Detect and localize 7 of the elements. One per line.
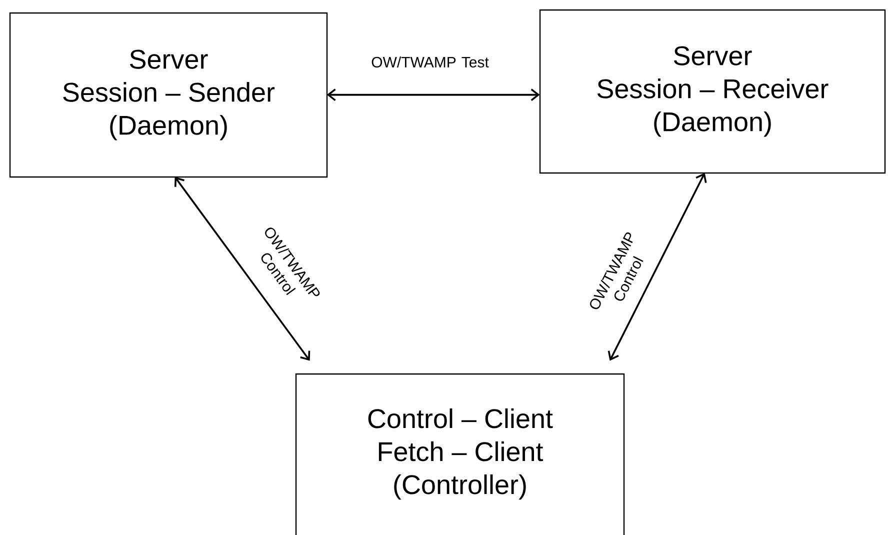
process-box: Server Session – Sender (Daemon) <box>9 12 328 178</box>
process-box: Server Session – Receiver (Daemon) <box>539 9 886 174</box>
process-box: Control – Client Fetch – Client (Controller) <box>295 373 625 535</box>
arrow <box>326 88 540 101</box>
arrow <box>174 176 310 361</box>
arrow <box>608 172 707 361</box>
edge-label: OW/TWAMP Test <box>369 56 491 68</box>
